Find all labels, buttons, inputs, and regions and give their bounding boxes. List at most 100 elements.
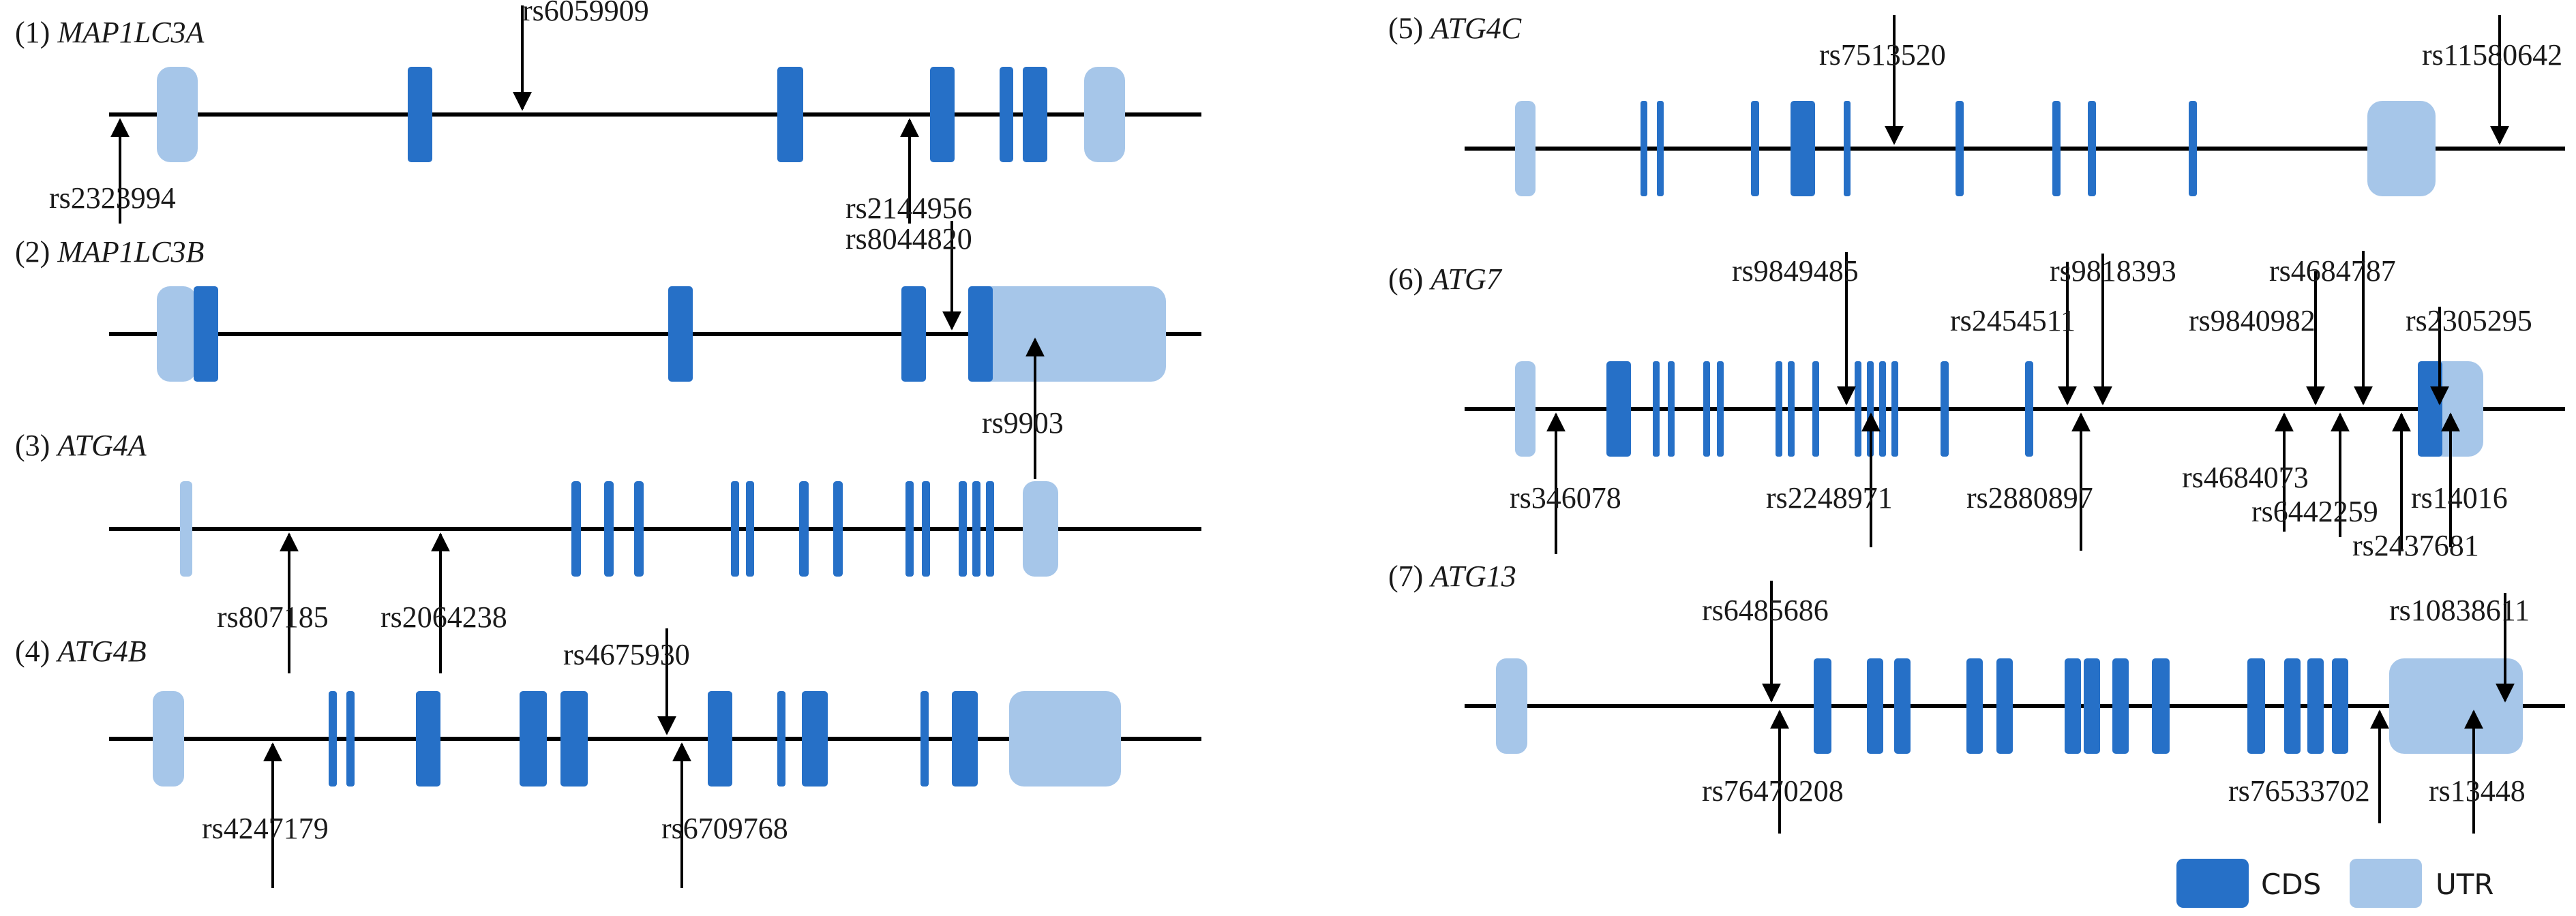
cds-exon [1641,101,1647,196]
gene-title: (1) MAP1LC3A [15,16,205,49]
cds-exon [329,691,337,787]
cds-exon [2065,658,2081,754]
snp-label: rs346078 [1510,481,1621,515]
legend: CDS UTR [2176,859,2494,908]
cds-exon [1653,361,1660,457]
gene-name: ATG7 [1428,262,1502,296]
cds-exon [668,286,693,382]
cds-exon [520,691,547,787]
gene-title: (6) ATG7 [1388,262,1503,296]
cds-exon [833,481,843,577]
gene-title: (3) ATG4A [15,429,147,462]
snp-label: rs6709768 [661,812,788,845]
snp-label: rs9840982 [2189,304,2316,337]
cds-exon [901,286,926,382]
cds-exon [1606,361,1631,457]
legend-cds-swatch [2176,859,2249,908]
cds-exon [2084,658,2100,754]
cds-exon [560,691,588,787]
utr-exon [157,286,196,382]
cds-exon [2418,361,2442,457]
cds-exon [1703,361,1710,457]
cds-exon [802,691,828,787]
gene-number: (6) [1388,262,1431,296]
snp-label: rs6485686 [1702,594,1829,627]
cds-exon [1751,101,1759,196]
cds-exon [604,481,614,577]
gene-name: ATG4C [1428,12,1521,45]
gene-number: (2) [15,235,57,269]
cds-exon [634,481,644,577]
snp-label: rs2064238 [380,600,507,634]
utr-exon [1496,658,1527,754]
cds-exon [986,481,994,577]
cds-exon [1891,361,1898,457]
cds-exon [1791,101,1815,196]
cds-exon [922,481,930,577]
cds-exon [416,691,440,787]
gene-name: ATG4B [55,635,146,668]
snp-label: rs807185 [217,600,329,634]
snp-label: rs8044820 [845,222,972,256]
snp-label: rs2880897 [1966,481,2093,515]
cds-exon [972,481,980,577]
cds-exon [1941,361,1949,457]
cds-exon [408,67,432,162]
cds-exon [1956,101,1964,196]
utr-exon [1515,101,1536,196]
cds-exon [1894,658,1911,754]
snp-label: rs76533702 [2228,774,2370,808]
snp-label: rs9903 [982,406,1064,440]
cds-exon [2307,658,2324,754]
cds-exon [930,67,955,162]
cds-exon [920,691,929,787]
cds-exon [1879,361,1886,457]
snp-label: rs2454511 [1950,304,2076,337]
cds-exon [1844,101,1851,196]
gene-name: ATG4A [55,429,147,462]
cds-exon [746,481,754,577]
snp-label: rs10838611 [2389,594,2530,627]
utr-exon [157,67,198,162]
cds-exon [968,286,993,382]
cds-exon [2284,658,2301,754]
cds-exon [952,691,978,787]
snp-label: rs4684073 [2182,461,2309,494]
cds-exon [2112,658,2129,754]
snp-label: rs4247179 [202,812,329,845]
utr-exon [1009,691,1121,787]
utr-exon [968,286,1166,382]
cds-exon [1668,361,1675,457]
cds-exon [799,481,809,577]
gene-number: (1) [15,16,57,49]
utr-exon [2389,658,2523,754]
gene-map1lc3b: (2) MAP1LC3B rs8044820 rs9903 [15,221,1201,479]
snp-label: rs7513520 [1819,38,1946,72]
utr-exon [1515,361,1536,457]
utr-exon [1084,67,1125,162]
cds-exon [1717,361,1724,457]
gene-number: (7) [1388,560,1431,593]
cds-exon [1966,658,1983,754]
cds-exon [2247,658,2265,754]
cds-exon [959,481,967,577]
cds-exon [731,481,739,577]
legend-cds-label: CDS [2261,868,2321,901]
snp-label: rs2144956 [845,192,972,225]
cds-exon [1788,361,1795,457]
gene-name: MAP1LC3B [57,235,204,269]
cds-exon [777,67,803,162]
gene-title: (4) ATG4B [15,635,147,668]
utr-exon [2367,101,2436,196]
legend-utr-swatch [2350,859,2422,908]
snp-label: rs11580642 [2422,38,2562,72]
cds-exon [1000,67,1013,162]
cds-exon [1855,361,1861,457]
